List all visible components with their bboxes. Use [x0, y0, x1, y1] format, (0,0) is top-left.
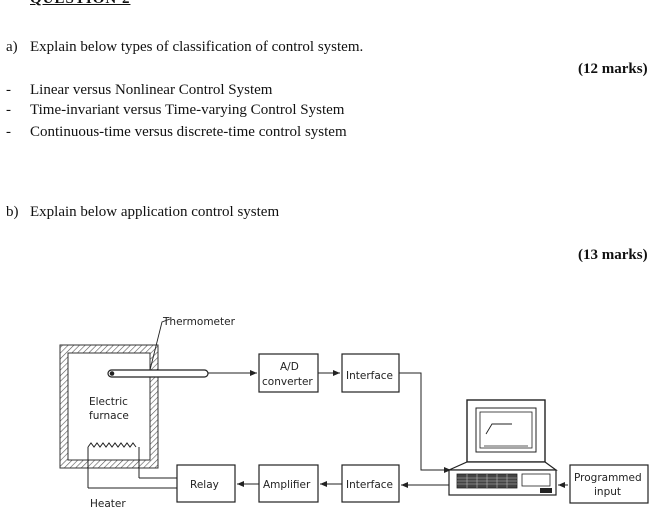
part-b-marks: (13 marks)	[578, 247, 648, 263]
heater-label: Heater	[90, 498, 126, 510]
list-item-time-invariant: Time-invariant versus Time-varying Contr…	[30, 102, 345, 118]
list-item-continuous: Continuous-time versus discrete-time con…	[30, 124, 347, 140]
amplifier-label: Amplifier	[263, 479, 311, 491]
control-system-diagram: Electric furnace Thermometer Heater A/D …	[59, 316, 649, 510]
programmed-input-label-2: input	[594, 486, 621, 498]
part-a-marks: (12 marks)	[578, 61, 648, 77]
question-heading: QUESTION 2	[30, 0, 130, 8]
interface-bottom-label: Interface	[346, 479, 393, 491]
thermometer-label: Thermometer	[162, 316, 236, 328]
interface-top-label: Interface	[346, 370, 393, 382]
bullet-3: -	[6, 124, 11, 140]
ad-converter-box	[258, 353, 319, 393]
interface-top-box	[341, 353, 400, 393]
relay-label: Relay	[190, 479, 219, 491]
bullet-2: -	[6, 102, 11, 118]
heater-coil	[87, 442, 140, 488]
part-b-label: b)	[6, 204, 19, 220]
computer-icon	[448, 399, 558, 496]
programmed-input-box	[569, 464, 649, 504]
furnace-label-2: furnace	[89, 410, 129, 422]
bullet-1: -	[6, 82, 11, 98]
part-a-prompt: Explain below types of classification of…	[30, 39, 364, 55]
ad-label-2: converter	[262, 376, 313, 388]
ad-label-1: A/D	[280, 361, 299, 373]
furnace-label-1: Electric	[89, 396, 128, 408]
part-b-prompt: Explain below application control system	[30, 204, 280, 220]
list-item-linear: Linear versus Nonlinear Control System	[30, 82, 273, 98]
part-a-label: a)	[6, 39, 18, 55]
thermometer-probe	[107, 318, 209, 378]
relay-box	[176, 464, 236, 503]
programmed-input-label-1: Programmed	[574, 472, 642, 484]
